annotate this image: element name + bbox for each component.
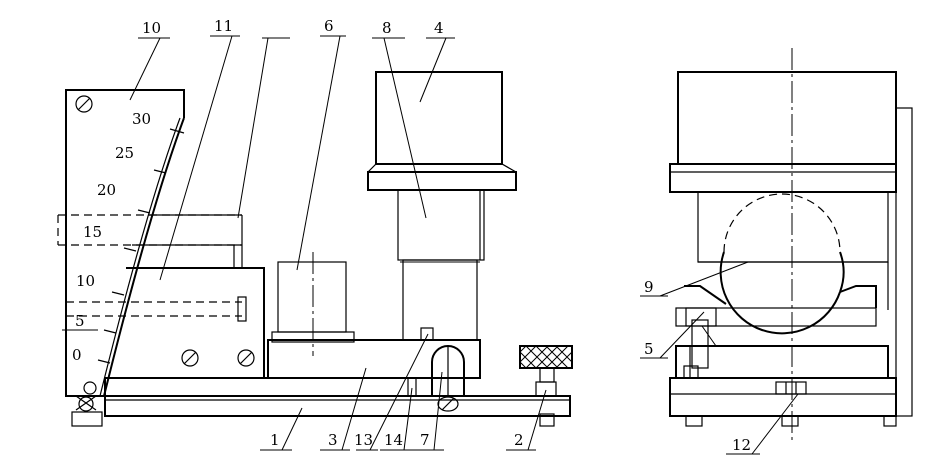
pointer-arm xyxy=(57,214,243,268)
scale-plate xyxy=(65,89,185,412)
scale-label-30: 30 xyxy=(132,110,151,128)
callout-12: 12 xyxy=(732,436,751,454)
callout-13: 13 xyxy=(354,431,373,449)
scale-label-10: 10 xyxy=(76,272,95,290)
callout-8: 8 xyxy=(382,19,392,37)
leader-lines xyxy=(62,35,547,451)
callout-2: 2 xyxy=(514,431,524,449)
callout-6: 6 xyxy=(324,17,334,35)
knurled-knob xyxy=(519,345,573,397)
pin xyxy=(407,377,417,397)
callout-9: 9 xyxy=(644,278,654,296)
carriage-body xyxy=(104,339,481,396)
scale-label-25: 25 xyxy=(115,144,134,162)
scale-label-15: 15 xyxy=(83,223,102,241)
scale-label-5: 5 xyxy=(75,312,85,330)
scale-label-0: 0 xyxy=(72,346,82,364)
base-plate xyxy=(71,395,571,427)
scale-label-20: 20 xyxy=(97,181,116,199)
callout-1: 1 xyxy=(270,431,280,449)
front-view: 30 25 20 15 10 5 0 xyxy=(57,17,573,451)
side-view: 9 5 12 xyxy=(640,48,913,455)
callout-3: 3 xyxy=(328,431,338,449)
clamp-screw xyxy=(431,345,465,412)
callout-11: 11 xyxy=(214,17,233,35)
callout-5-side: 5 xyxy=(644,340,654,358)
callout-4: 4 xyxy=(434,19,444,37)
slide-block xyxy=(66,267,265,378)
callout-14: 14 xyxy=(384,431,403,449)
callout-7: 7 xyxy=(420,431,430,449)
sample-cup xyxy=(271,252,355,356)
weight-column xyxy=(367,71,517,341)
callout-10: 10 xyxy=(142,19,161,37)
